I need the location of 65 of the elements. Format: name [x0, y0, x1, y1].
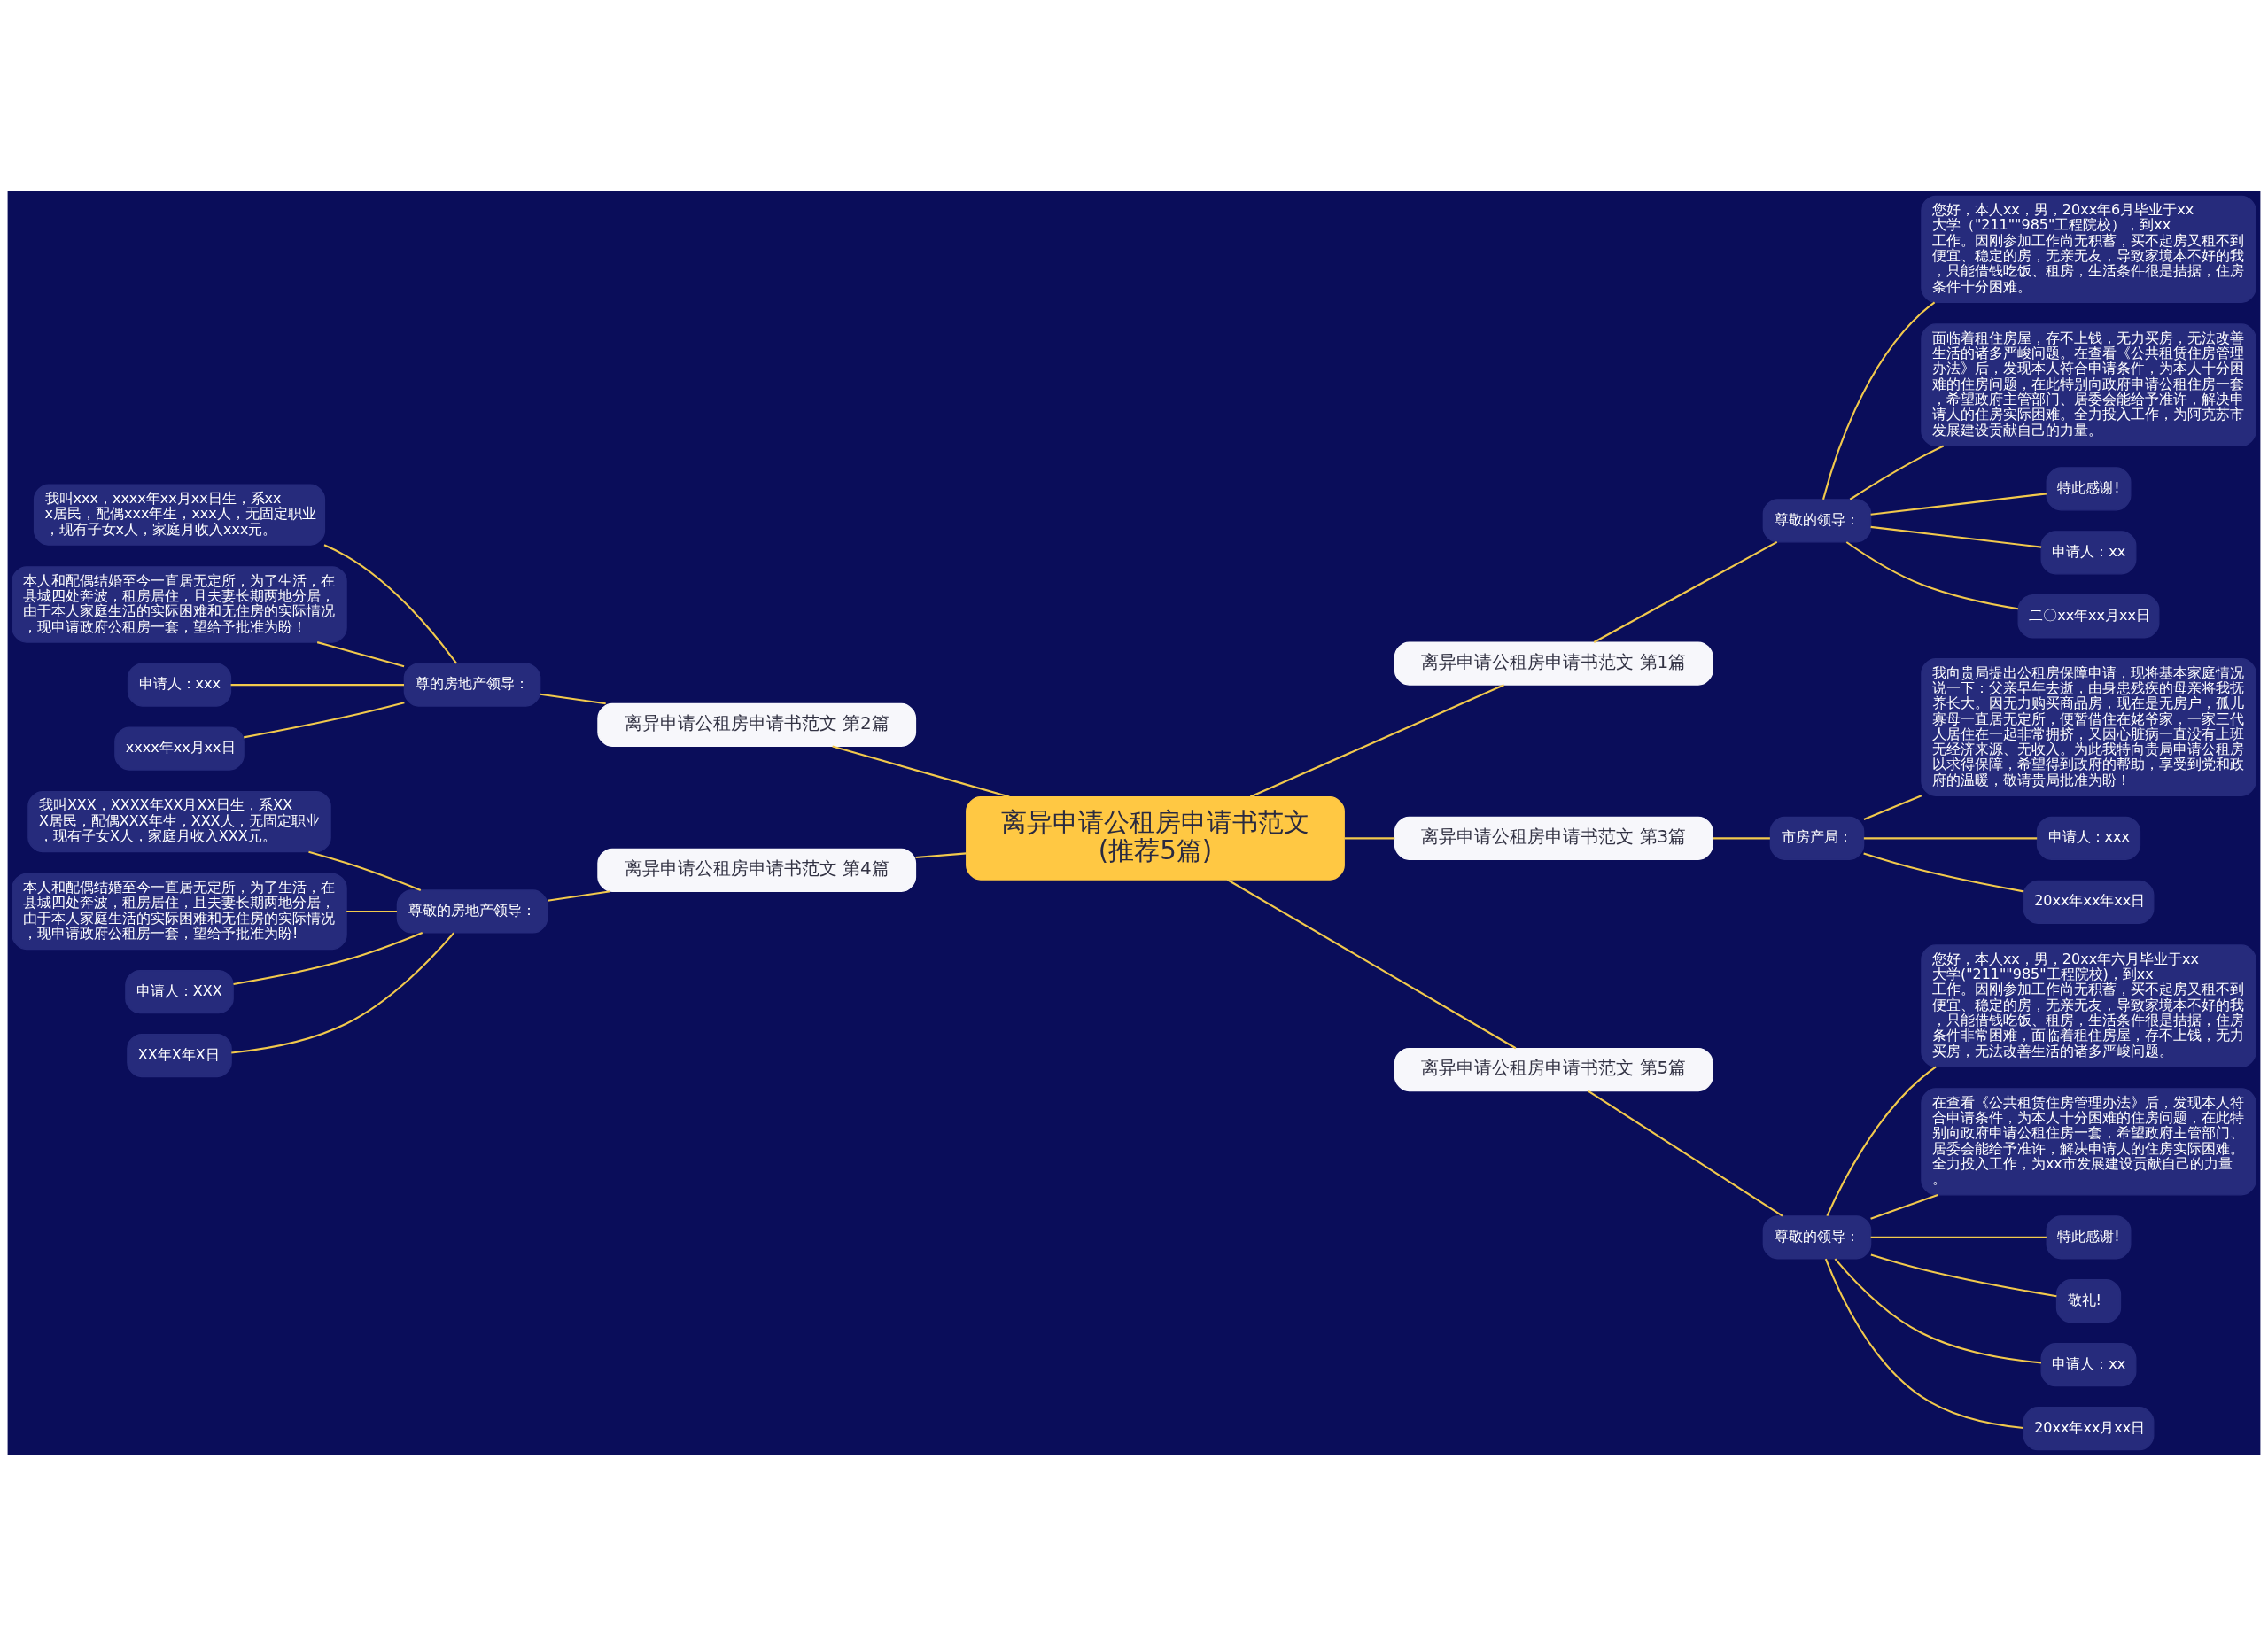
connector — [1863, 836, 2038, 839]
connector — [1870, 492, 2047, 516]
connector — [233, 931, 423, 985]
node-box: 申请人：xxx — [2036, 816, 2141, 860]
connector — [1713, 836, 1770, 839]
connector — [244, 701, 405, 738]
node-box: 特此感谢! — [2046, 466, 2132, 510]
node-box: 离异申请公租房申请书范文 第1篇 — [1394, 640, 1713, 686]
node-box: 离异申请公租房申请书范文(推荐5篇) — [966, 795, 1345, 881]
node-box: 敬礼! — [2055, 1278, 2122, 1323]
node-box: 特此感谢! — [2046, 1214, 2132, 1259]
node-box: 市房产局： — [1769, 816, 1865, 860]
connector — [915, 851, 967, 858]
connector — [1870, 1253, 2057, 1297]
node-box: 尊敬的房地产领导： — [396, 888, 548, 934]
node-box: 您好，本人xx，男，20xx年六月毕业于xx大学("211""985"工程院校)，到xx工作。因刚参加工作尚无积蓄，买不起房又租不到便宜、稳定的房，无亲无友，导致家境本不好的我，只能借钱吃饭、租房，生活条件很是拮据，住房条件非常困难，面临着租住房屋，存不上钱，无力买房，无法改善生活的诸多严峻问题。 — [1921, 943, 2256, 1067]
node-box: 离异申请公租房申请书范文 第3篇 — [1394, 816, 1713, 860]
connector — [1588, 1090, 1783, 1216]
node-box: 我叫XXX，XXXX年XX月XX日生，系XXX居民，配偶XXX年生，XXX人，无固定职业，现有子女X人，家庭月收入XXX元。 — [27, 790, 331, 852]
node-box: XX年X年X日 — [127, 1033, 232, 1077]
node-box: 离异申请公租房申请书范文 第2篇 — [597, 702, 917, 747]
node-box: 申请人：xx — [2040, 530, 2137, 574]
node-box: 20xx年xx年xx日 — [2023, 880, 2155, 924]
connector — [346, 910, 397, 912]
connector — [1822, 300, 1936, 500]
connector — [1863, 851, 2024, 892]
node-box: 离异申请公租房申请书范文 第4篇 — [597, 848, 917, 892]
node-box: xxxx年xx月xx日 — [114, 726, 245, 771]
connector — [540, 693, 606, 704]
connector — [1344, 836, 1395, 839]
connector — [316, 640, 405, 667]
connector — [1249, 683, 1504, 798]
connector — [230, 683, 404, 686]
connector — [1826, 1066, 1937, 1216]
connector — [832, 744, 1010, 798]
node-box: 我向贵局提出公租房保障申请，现将基本家庭情况说一下：父亲早年去逝，由身患残疾的母亲将我抚养长大。因无力购买商品房，现在是无房户，孤儿寡母一直居无定所，便暂借住在姥爷家，一家三代人居住在一起非常拥挤，又因心脏病一直没有上班无经济来源、无收入。为此我特向贵局申请公租房以求得保障，希望得到政府的帮助，享受到党和政府的温暖，敬请贵局批准为盼！ — [1921, 657, 2256, 796]
node-box: 尊的房地产领导： — [403, 662, 541, 707]
connector — [1863, 794, 1922, 820]
node-box: 二〇xx年xx月xx日 — [2017, 594, 2160, 638]
connector — [323, 543, 457, 664]
node-box: 申请人：xxx — [127, 662, 232, 707]
connector — [1870, 1193, 1938, 1220]
connector — [1849, 444, 1945, 500]
node-box: 面临着租住房屋，存不上钱，无力买房，无法改善生活的诸多严峻问题。在查看《公共租赁住房管理办法》后，发现本人符合申请条件，为本人十分困难的住房问题，在此特别向政府申请公租住房一套，希望政府主管部门、居委会能给予准许，解决申请人的住房实际困难。全力投入工作，为阿克苏市发展建设贡献自己的力量。 — [1921, 322, 2256, 446]
connector — [1870, 1236, 2047, 1238]
connector — [1226, 878, 1517, 1049]
node-box: 申请人：xx — [2040, 1342, 2137, 1386]
connector — [1834, 1257, 2042, 1363]
node-box: 20xx年xx月xx日 — [2023, 1406, 2155, 1450]
connector — [1870, 525, 2042, 548]
connector — [308, 850, 422, 891]
node-box: 在查看《公共租赁住房管理办法》后，发现本人符合申请条件，为本人十分困难的住房问题，在此特别向政府申请公租住房一套，希望政府主管部门、居委会能给予准许，解决申请人的住房实际困难。全力投入工作，为xx市发展建设贡献自己的力量。 — [1921, 1087, 2256, 1195]
node-box: 尊敬的领导： — [1762, 498, 1872, 542]
connector — [1593, 540, 1778, 643]
node-box: 本人和配偶结婚至今一直居无定所，为了生活，在县城四处奔波，租房居住，且夫妻长期两地分居，由于本人家庭生活的实际困难和无住房的实际情况，现申请政府公租房一套，望给予批准为盼！ — [12, 565, 347, 643]
node-box: 我叫xxx，xxxx年xx月xx日生，系xxx居民，配偶xxx年生，xxx人，无固定职业，现有子女x人，家庭月收入xxx元。 — [33, 484, 326, 546]
node-box: 离异申请公租房申请书范文 第5篇 — [1394, 1047, 1713, 1091]
connector — [1824, 1258, 2024, 1429]
node-box: 尊敬的领导： — [1762, 1214, 1872, 1259]
node-box: 本人和配偶结婚至今一直居无定所，为了生活，在县城四处奔波，租房居住，且夫妻长期两地分居，由于本人家庭生活的实际困难和无住房的实际情况，现申请政府公租房一套，望给予批准为盼! — [12, 873, 347, 950]
connector — [1845, 540, 2019, 609]
connector — [547, 889, 611, 902]
node-box: 申请人：XXX — [125, 969, 234, 1013]
connector — [231, 932, 454, 1054]
node-box: 您好，本人xx，男，20xx年6月毕业于xx大学（"211""985"工程院校），到xx工作。因刚参加工作尚无积蓄，买不起房又租不到便宜、稳定的房，无亲无友，导致家境本不好的我，只能借钱吃饭、租房，生活条件很是拮据，住房条件十分困难。 — [1921, 195, 2256, 303]
